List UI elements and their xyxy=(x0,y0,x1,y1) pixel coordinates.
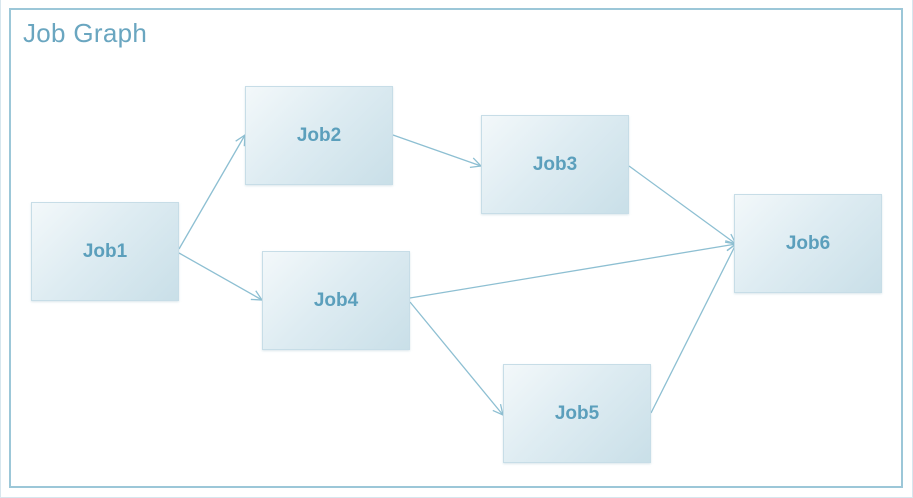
node-job1-label: Job1 xyxy=(82,240,128,262)
node-job3[interactable]: Job3 xyxy=(481,115,629,214)
diagram-title: Job Graph xyxy=(23,18,148,48)
node-job2[interactable]: Job2 xyxy=(245,86,393,185)
node-job5-label: Job5 xyxy=(554,402,600,424)
edge-job3-job6 xyxy=(628,165,736,244)
node-job6[interactable]: Job6 xyxy=(734,194,882,293)
node-job6-label: Job6 xyxy=(785,232,831,254)
node-job2-label: Job2 xyxy=(296,124,342,146)
edge-job2-job3 xyxy=(392,134,481,166)
edge-job4-job5 xyxy=(409,301,503,415)
node-job1[interactable]: Job1 xyxy=(31,202,179,301)
edge-job5-job6 xyxy=(650,244,736,414)
node-job4[interactable]: Job4 xyxy=(262,251,410,350)
node-job3-label: Job3 xyxy=(532,153,578,175)
edge-job1-job2 xyxy=(178,135,245,250)
edge-job4-job6 xyxy=(409,244,736,299)
node-job4-label: Job4 xyxy=(313,289,359,311)
edge-job1-job4 xyxy=(178,252,262,300)
node-job5[interactable]: Job5 xyxy=(503,364,651,463)
